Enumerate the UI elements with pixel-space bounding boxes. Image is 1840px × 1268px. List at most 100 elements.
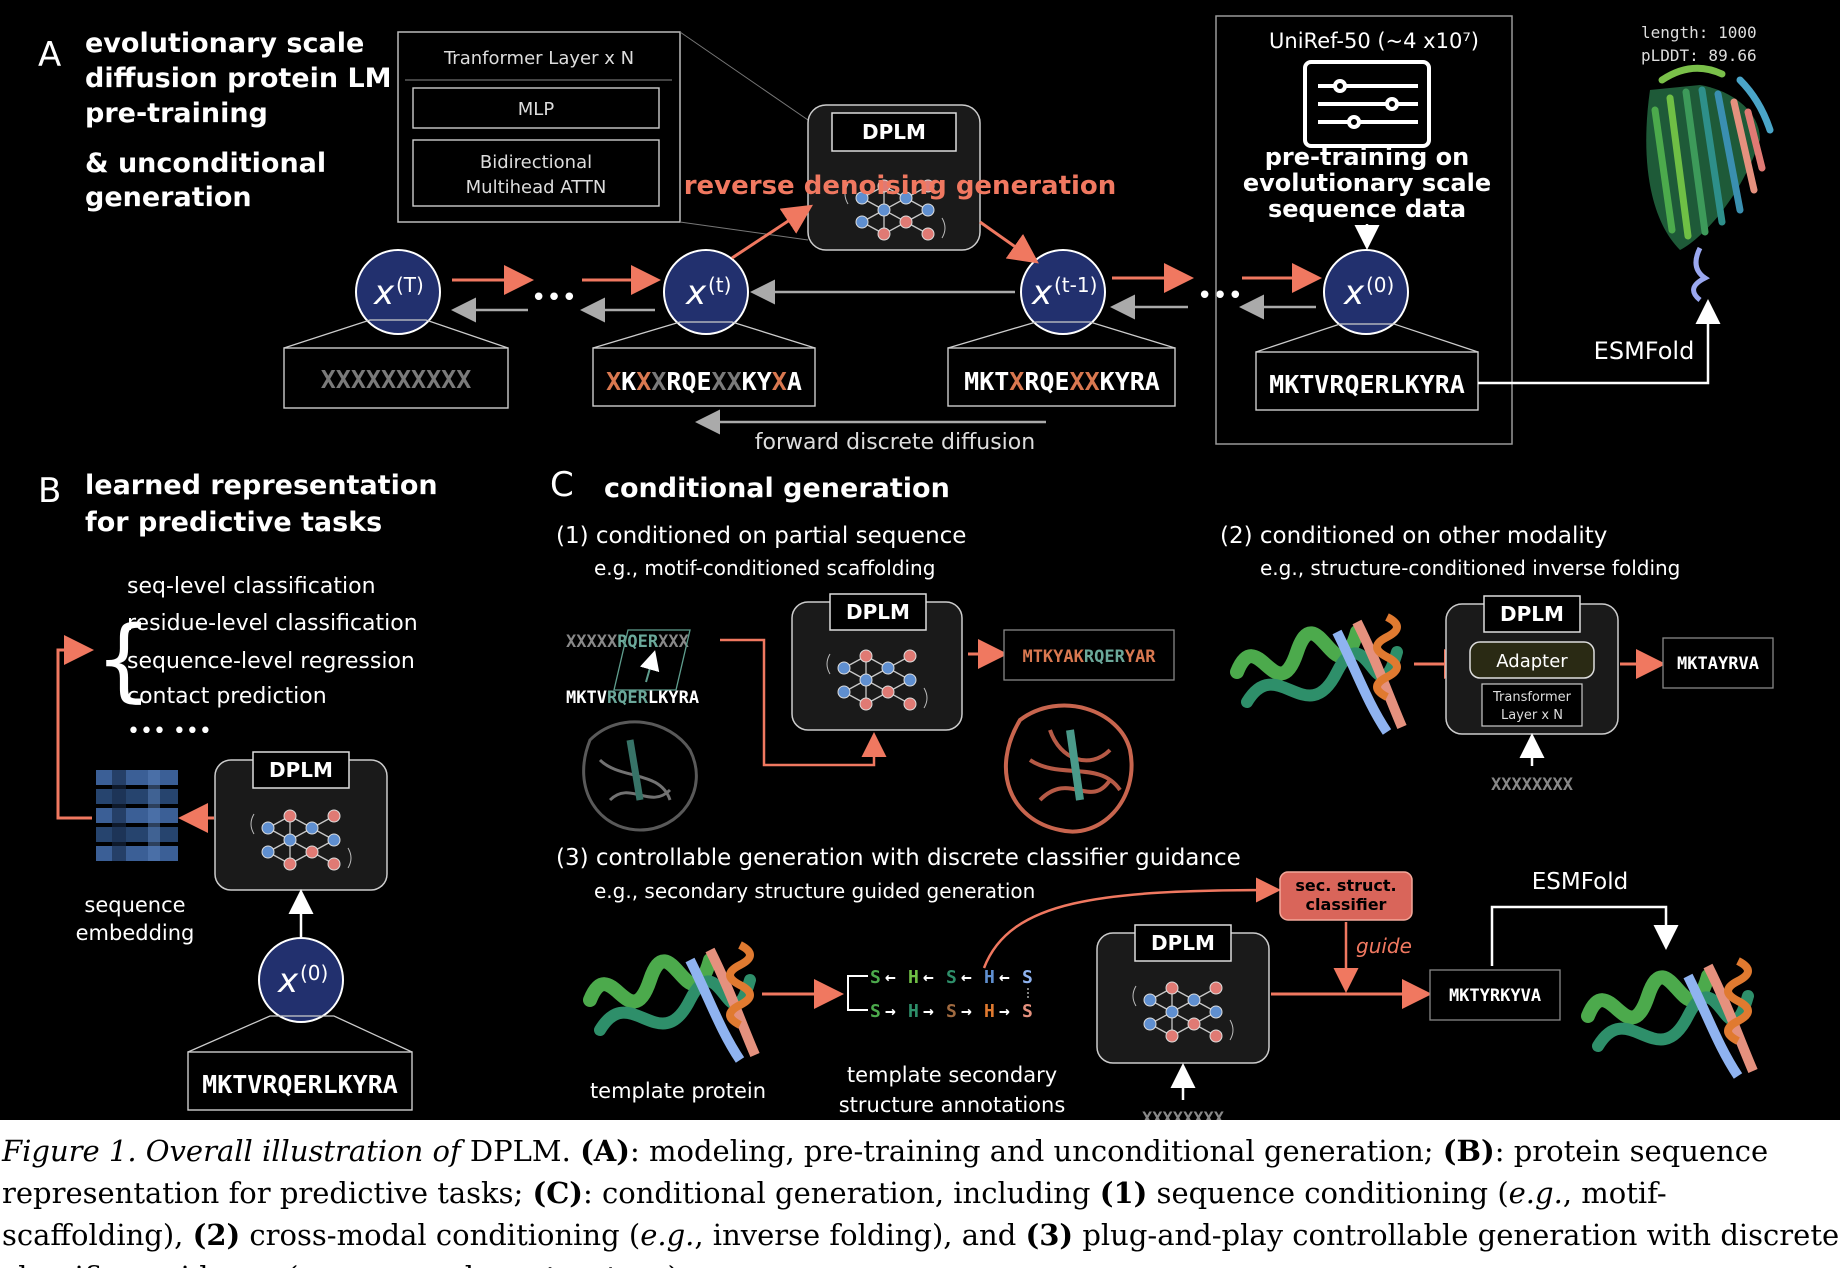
- svg-text:←: ←: [885, 967, 896, 988]
- adapter-box: [1469, 641, 1595, 679]
- transformer-layer-box: [1481, 683, 1583, 727]
- node-xT: x (T): [355, 249, 441, 335]
- panel-a-title-line3: pre-training: [85, 98, 268, 129]
- esmfold-arrow-a: [1478, 299, 1721, 385]
- task-item: seq-level classification: [127, 574, 376, 599]
- template-protein-structure: [590, 945, 755, 1060]
- c3-title: (3) controllable generation with discret…: [556, 845, 1241, 871]
- dplm-block-b: DPLM: [214, 751, 388, 891]
- database-icon: [1303, 60, 1431, 148]
- panel-b-letter: B: [38, 471, 61, 511]
- panel-a-title-line2: diffusion protein LM: [85, 63, 392, 94]
- transformer-layer-line1: Transformer: [1492, 690, 1572, 705]
- svg-text:H: H: [984, 1001, 995, 1022]
- attn-label-line2: Multihead ATTN: [466, 177, 607, 198]
- embedding-label-line2: embedding: [76, 921, 195, 945]
- mlp-label: MLP: [518, 99, 555, 120]
- seq-xT: XXXXXXXXXX: [321, 365, 472, 394]
- attn-label-line1: Bidirectional: [480, 152, 592, 173]
- ellipsis-right: •••: [1197, 281, 1243, 311]
- ss-to-classifier-arrow: [982, 877, 1281, 969]
- seq-box-x0: MKTVRQERLKYRA: [1255, 323, 1479, 411]
- embedding-matrix: [96, 770, 178, 861]
- task-item: residue-level classification: [127, 611, 418, 636]
- figure-canvas: A evolutionary scale diffusion protein L…: [0, 0, 1840, 1120]
- dplm-label-c1: DPLM: [846, 600, 910, 624]
- seq-box-b: MKTVRQERLKYRA: [187, 1015, 413, 1111]
- svg-text:S: S: [1022, 967, 1033, 988]
- node-xt-1: x (t-1): [1020, 249, 1106, 335]
- svg-text:←: ←: [999, 967, 1010, 988]
- c2-subtitle: e.g., structure-conditioned inverse fold…: [1260, 556, 1680, 580]
- embedding-to-tasks-arrow: [56, 635, 94, 820]
- transformer-box: Tranformer Layer x N MLP Bidirectional M…: [397, 31, 809, 241]
- panel-a-title-line4: & unconditional: [85, 148, 326, 179]
- svg-text:H: H: [908, 967, 919, 988]
- svg-text:S: S: [946, 1001, 957, 1022]
- reverse-arrows: [452, 204, 1322, 295]
- dplm-label-a: DPLM: [862, 120, 926, 144]
- task-item: contact prediction: [127, 684, 327, 709]
- svg-text:H: H: [984, 967, 995, 988]
- node-x0-b: x (0): [258, 937, 344, 1023]
- forward-arrows: [451, 279, 1316, 435]
- classifier-box: sec. struct. classifier: [1279, 871, 1413, 921]
- c2-output-seq: MKTAYRVA: [1677, 654, 1759, 674]
- svg-text:→: →: [923, 1001, 934, 1022]
- svg-text:x: x: [1031, 273, 1053, 313]
- panel-b-title-line1: learned representation: [85, 470, 438, 501]
- node-xt: x (t): [663, 249, 749, 335]
- c3-masked-seq: XXXXXXXX: [1142, 1109, 1225, 1120]
- c1-output-seq: MTKYAKRQERYAR: [1022, 647, 1156, 667]
- seq-box-xt: XKXXRQEXXKYXA: [592, 321, 816, 407]
- c1-input-protein: [582, 720, 698, 832]
- svg-text:(T): (T): [396, 273, 424, 297]
- svg-text:x: x: [373, 273, 395, 313]
- forward-diffusion-label: forward discrete diffusion: [755, 430, 1035, 455]
- plddt-readout: pLDDT: 89.66: [1641, 46, 1757, 65]
- embedding-label-line1: sequence: [84, 893, 185, 917]
- seq-box-xT: XXXXXXXXXX: [283, 319, 509, 409]
- c2-title: (2) conditioned on other modality: [1220, 523, 1607, 549]
- classifier-label-line1: sec. struct.: [1295, 876, 1396, 895]
- panel-a-title-line1: evolutionary scale: [85, 28, 364, 59]
- dplm-block-a: DPLM: [807, 104, 981, 251]
- template-protein-label: template protein: [590, 1079, 766, 1103]
- svg-text:S: S: [870, 967, 881, 988]
- transformer-layer-line2: Layer x N: [1501, 708, 1563, 723]
- svg-text:H: H: [908, 1001, 919, 1022]
- pretrain-label-line2: evolutionary scale: [1243, 169, 1491, 197]
- seq-b: MKTVRQERLKYRA: [202, 1070, 398, 1099]
- adapter-label: Adapter: [1496, 651, 1568, 672]
- seq-box-xt-1: MKTXRQEXXKYRA: [947, 321, 1176, 407]
- c1-output-box: MTKYAKRQERYAR: [1003, 629, 1175, 681]
- c2-input-structure: [1237, 617, 1402, 732]
- c2-masked-seq: XXXXXXXX: [1491, 775, 1574, 795]
- panel-b-title-line2: for predictive tasks: [85, 507, 382, 538]
- seq-xt-1: MKTXRQEXXKYRA: [964, 367, 1160, 396]
- panel-c-letter: C: [550, 465, 574, 505]
- svg-text:→: →: [999, 1001, 1010, 1022]
- esmfold-arrow-c3: [1490, 905, 1679, 966]
- c3-output-box: MKTYRKYVA: [1429, 969, 1561, 1021]
- reverse-denoising-label: reverse denoising generation: [684, 171, 1117, 201]
- uniref-label: UniRef-50 (~4 x10⁷): [1269, 29, 1479, 53]
- svg-text:x: x: [277, 961, 299, 1001]
- c3-subtitle: e.g., secondary structure guided generat…: [594, 879, 1035, 903]
- figure-caption: Figure 1. Overall illustration of DPLM. …: [0, 1130, 1840, 1268]
- esmfold-label-a: ESMFold: [1594, 337, 1695, 365]
- svg-text:→: →: [885, 1001, 896, 1022]
- ellipsis-left: •••: [531, 283, 577, 313]
- uniref-box: UniRef-50 (~4 x10⁷) pre-training on evol…: [1215, 15, 1513, 445]
- dplm-diagram: A evolutionary scale diffusion protein L…: [38, 15, 1774, 1120]
- svg-text:S: S: [1022, 1001, 1033, 1022]
- pretrain-label-line1: pre-training on: [1265, 143, 1470, 171]
- task-more: ••• •••: [127, 719, 212, 744]
- protein-barrel-structure: [1646, 64, 1774, 302]
- panel-c-title: conditional generation: [604, 473, 950, 504]
- svg-text:S: S: [870, 1001, 881, 1022]
- task-list: seq-level classification residue-level c…: [127, 574, 418, 744]
- svg-text:x: x: [685, 273, 707, 313]
- svg-text:→: →: [961, 1001, 972, 1022]
- ss-label-line2: structure annotations: [839, 1093, 1066, 1117]
